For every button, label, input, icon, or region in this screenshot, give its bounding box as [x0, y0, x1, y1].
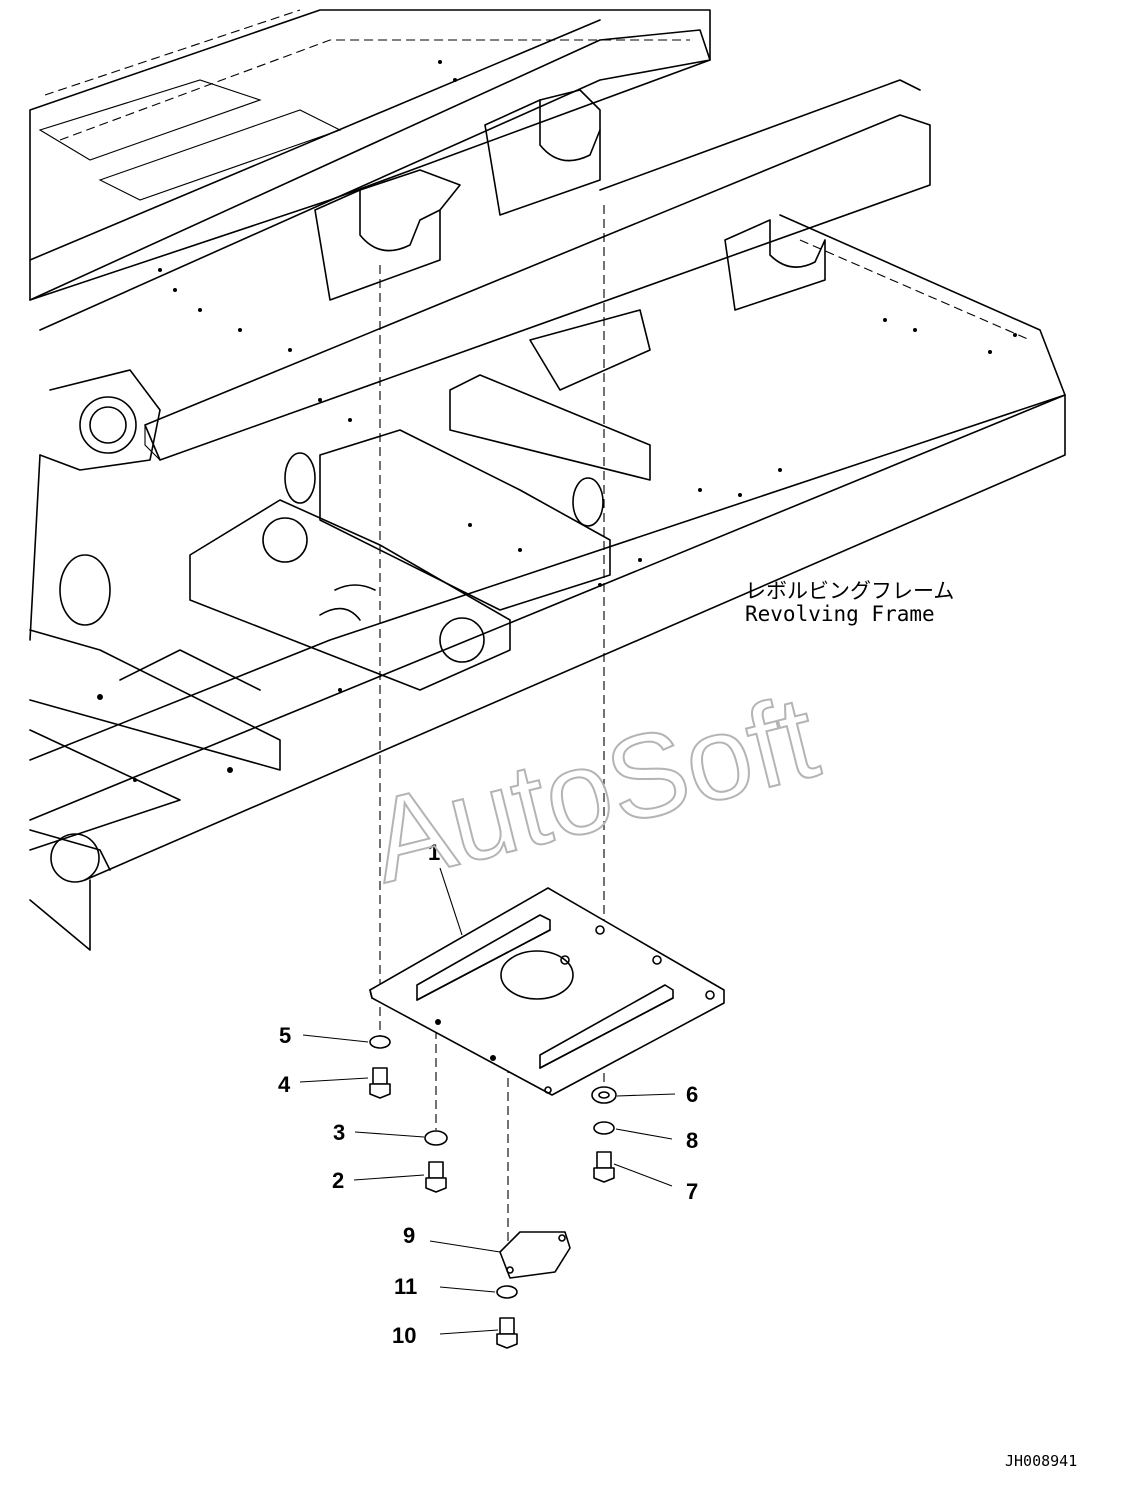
washer-11	[496, 1285, 518, 1299]
leader-lines	[299, 867, 676, 1335]
callout-1: 1	[428, 840, 440, 865]
bolt-2	[425, 1161, 447, 1193]
callout-9: 9	[403, 1223, 415, 1248]
callout-3: 3	[333, 1120, 345, 1145]
callout-numbers: 1 2 3 4 5 6 7 8 9 10 11	[278, 840, 698, 1348]
callout-8: 8	[686, 1128, 698, 1153]
callout-2: 2	[332, 1168, 344, 1193]
washer-5	[369, 1035, 391, 1049]
bolt-7	[593, 1151, 615, 1183]
callout-7: 7	[686, 1179, 698, 1204]
callout-11: 11	[394, 1274, 417, 1299]
drawing-code: JH008941	[1005, 1452, 1077, 1470]
callout-4: 4	[278, 1072, 291, 1097]
callout-6: 6	[686, 1082, 698, 1107]
washer-3	[424, 1130, 448, 1146]
callout-10: 10	[392, 1323, 416, 1348]
callout-5: 5	[279, 1023, 291, 1048]
bolt-4	[369, 1067, 391, 1099]
frame-hardware-dots	[97, 60, 1017, 782]
autosoft-watermark: AutoSoft	[358, 671, 829, 909]
revolving-frame-drawing	[29, 9, 1066, 951]
bolt-10	[496, 1317, 518, 1349]
exploded-parts	[299, 205, 725, 1349]
frame-label-english: Revolving Frame	[745, 602, 935, 626]
frame-label-japanese: レボルビングフレーム	[745, 579, 954, 603]
washer-8	[593, 1121, 615, 1135]
small-cover-9	[499, 1231, 571, 1279]
